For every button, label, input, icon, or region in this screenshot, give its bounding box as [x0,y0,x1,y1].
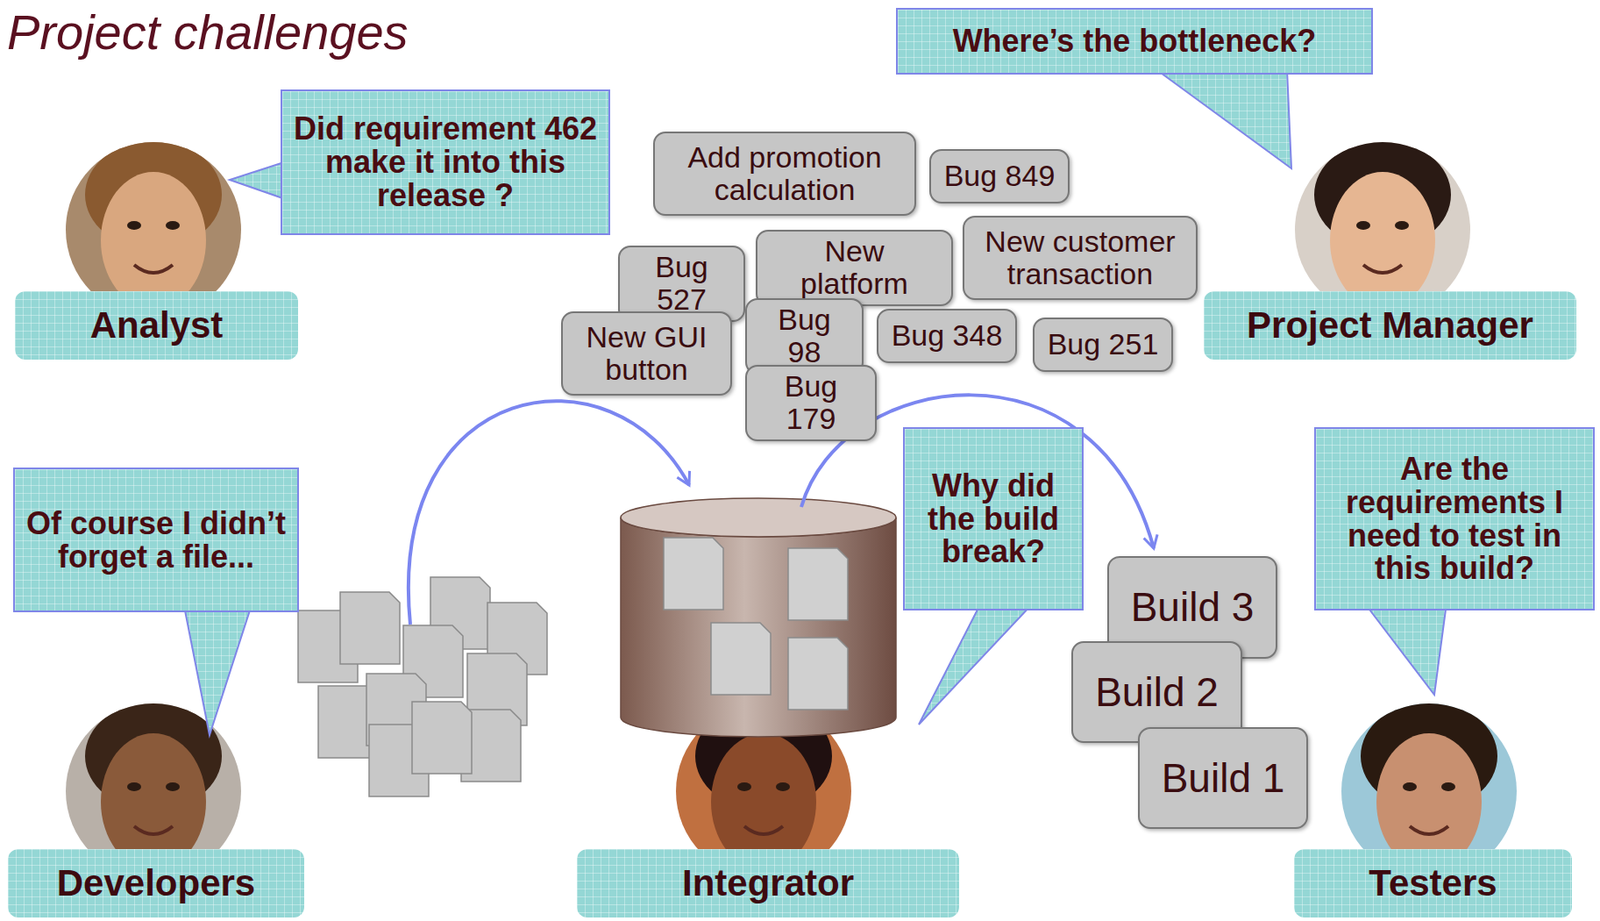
speech-bubble: Did requirement 462 make it into this re… [280,89,611,235]
eye [775,782,790,791]
slide-title: Project challenges [7,3,409,61]
file-icon [412,701,472,774]
eye [165,220,180,230]
eye [737,782,752,791]
speech-bubble: Of course I didn’t forget a file... [13,467,299,612]
work-item: New GUI button [561,311,733,396]
bubble-tail [229,162,285,200]
work-item: Bug 179 [745,364,877,441]
node-text: Analyst [90,305,224,346]
cylinder-body [620,517,896,737]
role-label: Integrator [576,848,960,918]
node-text: Build 1 [1161,755,1286,801]
file-pile [298,576,548,797]
node-text: Developers [56,862,256,904]
node-text: Why did the build break? [915,469,1072,569]
bubble-tail [918,606,1030,725]
node-text: New platform [768,234,941,301]
work-item: Bug 98 [745,298,864,375]
mouth [1363,264,1402,273]
node-text: Add promotion calculation [665,141,904,207]
work-item: Bug 348 [876,308,1017,363]
file-icon [788,547,848,620]
node-text: Bug 98 [757,303,852,370]
eye [1356,220,1371,230]
node-text: Did requirement 462 make it into this re… [292,112,598,212]
node-text: Bug 849 [944,159,1056,192]
face [1329,171,1436,309]
work-item: Bug 849 [929,149,1070,204]
eye [127,782,142,791]
node-text: Bug 179 [757,369,865,436]
node-text: Bug 251 [1047,327,1160,361]
eye [127,220,142,230]
bubble-tails [184,71,1447,735]
work-item: Bug 527 [618,245,746,322]
work-item: New customer transaction [962,215,1198,300]
bubble-tail [1367,606,1447,695]
role-label: Project Manager [1203,291,1577,360]
mouth [134,825,173,834]
node-text: Of course I didn’t forget a file... [25,506,287,574]
node-text: Where’s the bottleneck? [952,24,1317,58]
file-icon [663,537,724,610]
face [100,171,207,309]
check-in-arrow [408,400,690,625]
node-text: Bug 348 [891,319,1003,352]
node-text: Are the requirements I need to test in t… [1326,452,1583,585]
eye [1394,220,1409,230]
cylinder-top [620,497,896,537]
eye [1402,782,1417,791]
work-item: Add promotion calculation [653,131,917,216]
node-text: Build 3 [1130,584,1255,630]
file-icon [711,622,771,695]
node-text: Bug 527 [630,250,733,317]
speech-bubble: Where’s the bottleneck? [896,7,1373,75]
mouth [134,264,173,273]
mouth [744,825,783,834]
work-item: New platform [755,229,953,306]
repository-cylinder [620,497,896,737]
bubble-tail [184,608,251,735]
node-text: New customer transaction [974,225,1186,292]
node-text: New GUI button [573,320,720,387]
speech-bubble: Are the requirements I need to test in t… [1314,426,1595,611]
file-icon [340,591,400,664]
mouth [1409,825,1449,834]
node-text: Integrator [682,862,854,904]
role-label: Analyst [14,291,299,360]
speech-bubble: Why did the build break? [903,426,1084,611]
eye [165,782,180,791]
node-text: Build 2 [1095,669,1219,715]
role-label: Testers [1294,848,1572,918]
role-label: Developers [7,848,305,918]
file-icon [788,637,848,710]
node-text: Project Manager [1246,305,1534,346]
bubble-tail [1158,71,1292,169]
eye [1441,782,1456,791]
node-text: Testers [1368,862,1497,904]
work-item: Bug 251 [1032,317,1174,372]
build-box: Build 1 [1137,726,1309,829]
repository-files [663,537,848,710]
